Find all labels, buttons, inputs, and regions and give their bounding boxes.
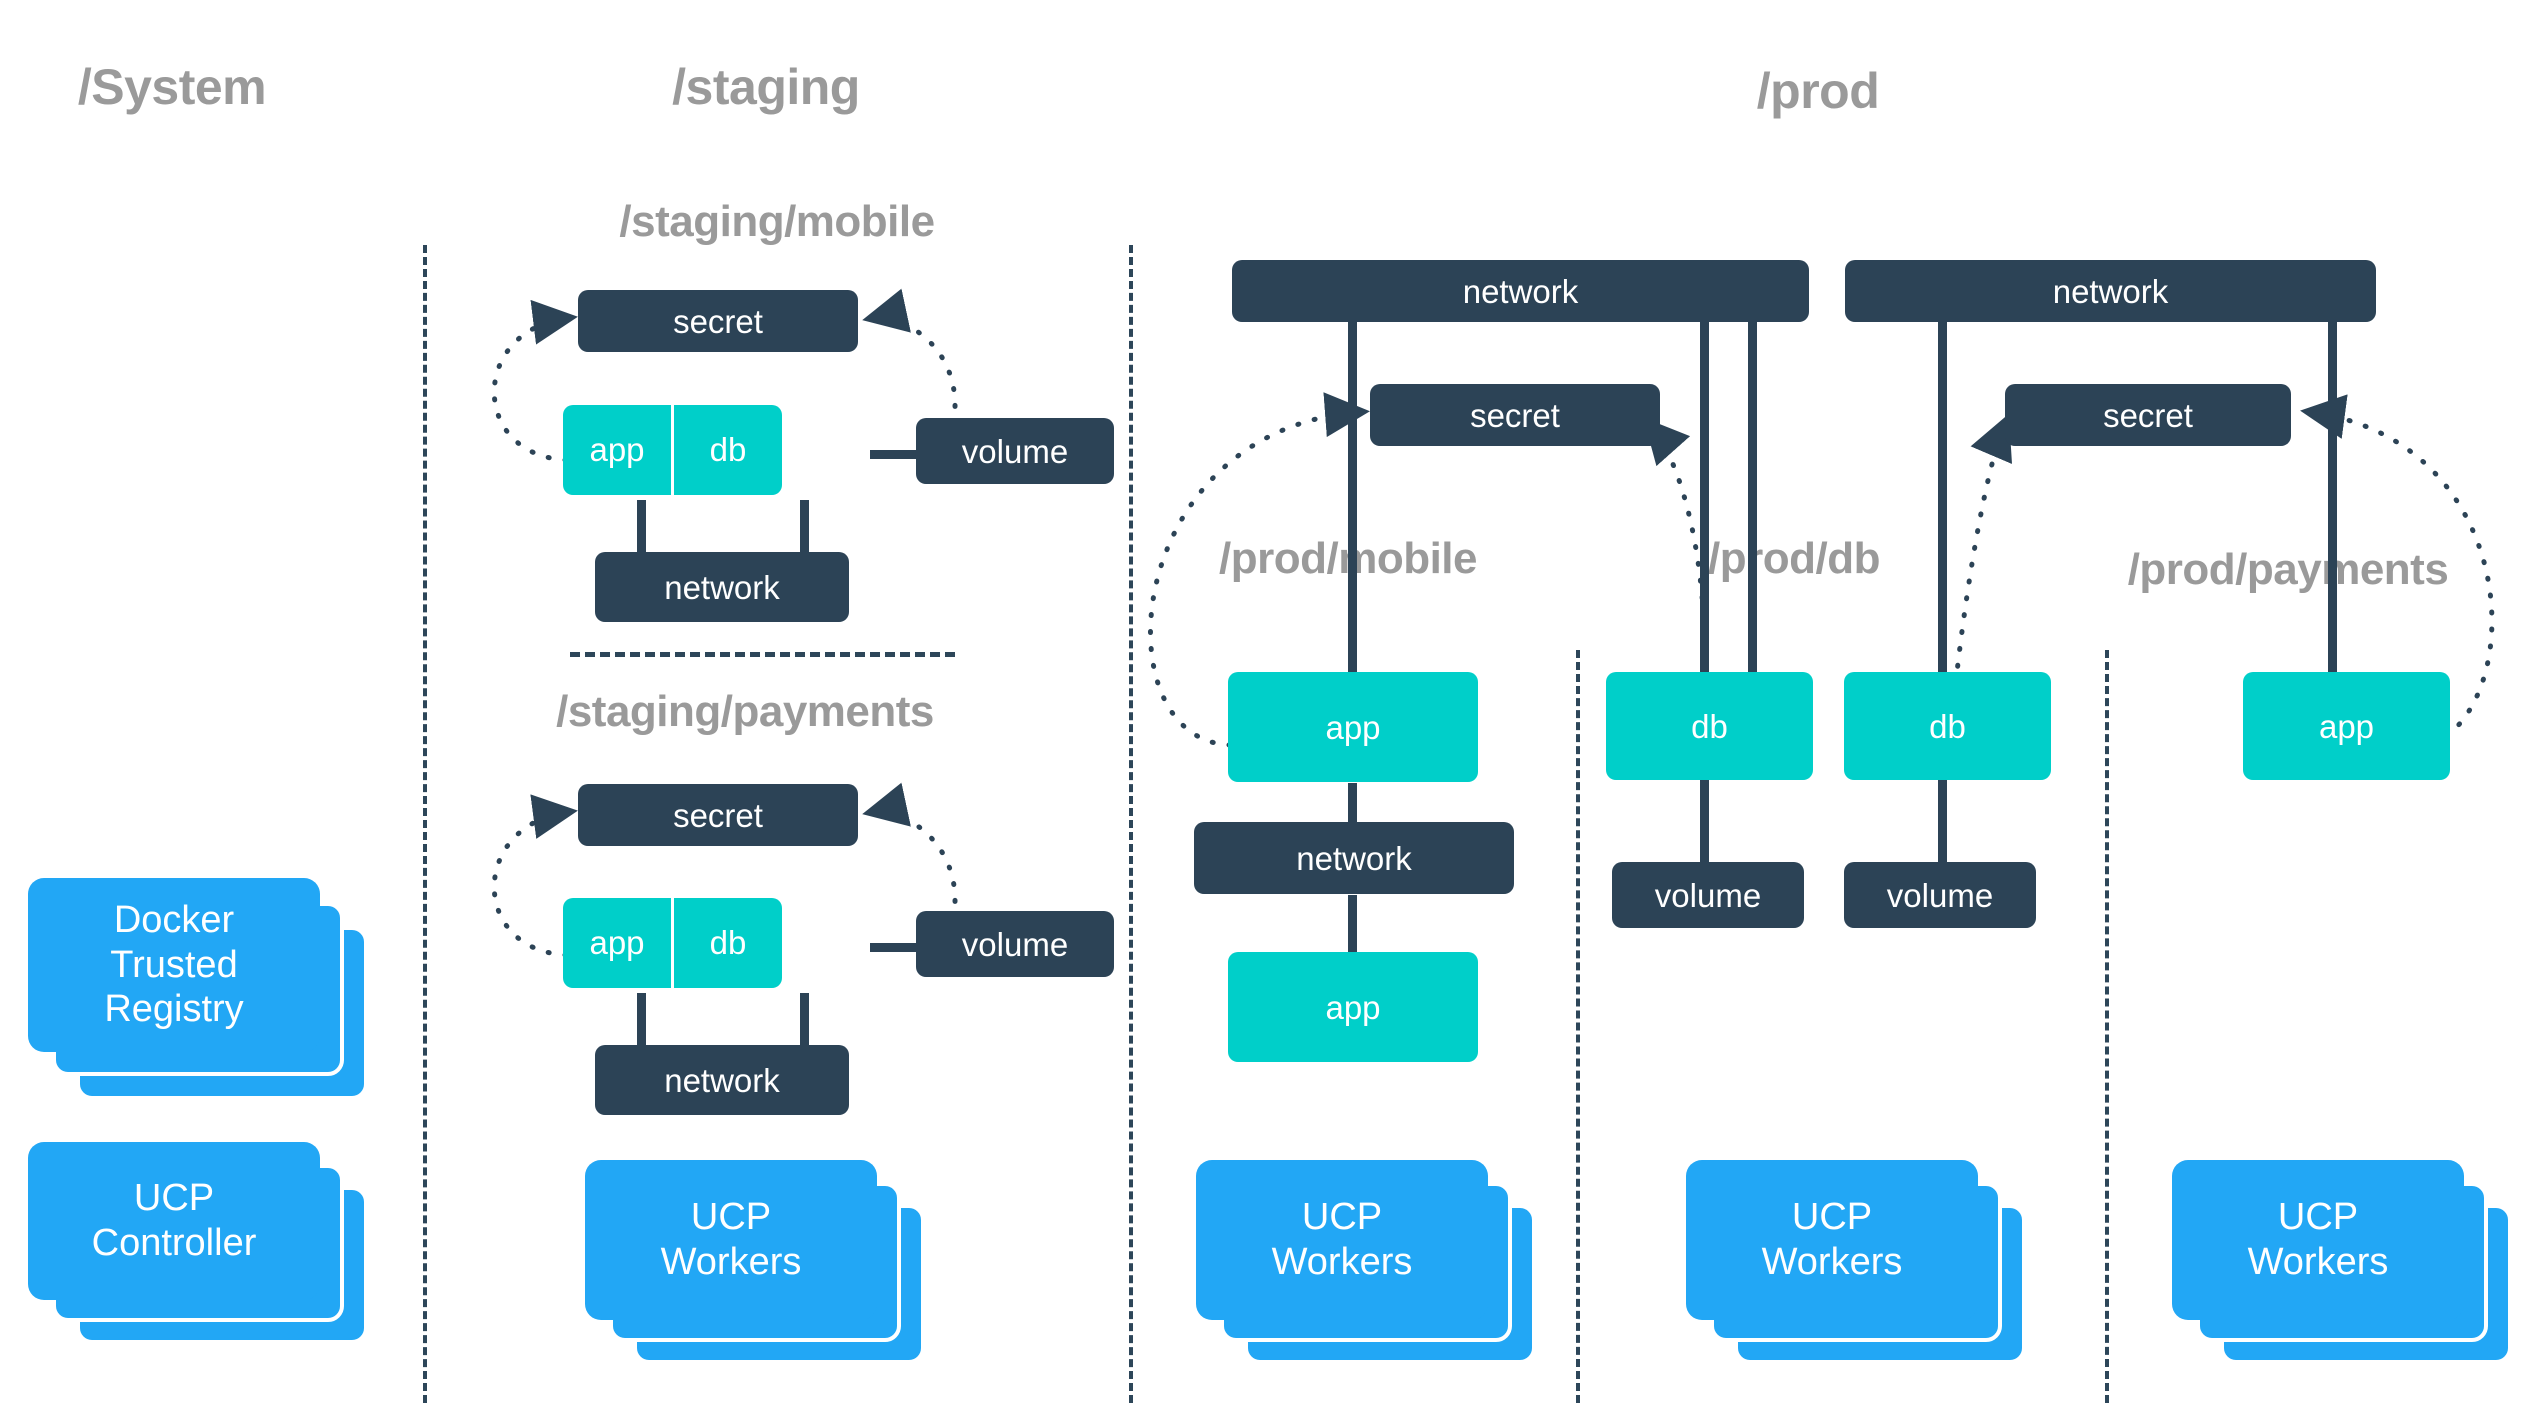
staging-mobile-volume[interactable]: volume bbox=[916, 418, 1114, 484]
stack-ucp-workers-prod-db[interactable]: UCP Workers bbox=[1686, 1160, 2026, 1380]
prod-mobile-network-mid[interactable]: network bbox=[1194, 822, 1514, 894]
connector-proddb-trunk-right bbox=[1938, 316, 1947, 676]
node-label: db bbox=[1691, 707, 1728, 745]
stack-card-front[interactable]: UCP Workers bbox=[585, 1160, 877, 1320]
stack-ucp-workers-prod-payments[interactable]: UCP Workers bbox=[2172, 1160, 2512, 1380]
divider-prodmobile-proddb bbox=[1576, 650, 1580, 1403]
prod-mobile-secret[interactable]: secret bbox=[1370, 384, 1660, 446]
stack-label: UCP Workers bbox=[660, 1196, 802, 1283]
staging-payments-volume[interactable]: volume bbox=[916, 911, 1114, 977]
stack-label: Docker Trusted Registry bbox=[104, 898, 244, 1031]
connector-prodmobile-network-app2 bbox=[1348, 895, 1357, 958]
node-label: network bbox=[2052, 272, 2169, 310]
stack-label: UCP Workers bbox=[2247, 1196, 2389, 1283]
prod-db-db-left[interactable]: db bbox=[1606, 672, 1813, 780]
connector-mobile-db-network bbox=[800, 500, 809, 572]
staging-payments-network[interactable]: network bbox=[595, 1045, 849, 1115]
node-label: network bbox=[664, 568, 780, 606]
zone-title-prod: /prod bbox=[1756, 63, 1880, 119]
node-label: app bbox=[1325, 708, 1381, 746]
staging-mobile-secret[interactable]: secret bbox=[578, 290, 858, 352]
node-label: volume bbox=[1654, 876, 1762, 914]
node-label: secret bbox=[673, 796, 763, 834]
node-label: app bbox=[589, 431, 645, 468]
node-label: app bbox=[589, 924, 645, 961]
node-label: db bbox=[1929, 707, 1966, 745]
node-label: network bbox=[1462, 272, 1579, 310]
stack-card-front[interactable]: UCP Workers bbox=[1686, 1160, 1978, 1320]
prod-mobile-network-top[interactable]: network bbox=[1232, 260, 1809, 322]
prod-db-secret[interactable]: secret bbox=[2005, 384, 2291, 446]
connector-proddb-trunk-left bbox=[1700, 316, 1709, 676]
node-label: secret bbox=[1470, 396, 1560, 434]
prod-payments-app[interactable]: app bbox=[2243, 672, 2450, 780]
connector-prodmobile-app-network bbox=[1348, 783, 1357, 843]
stack-ucp-controller[interactable]: UCP Controller bbox=[28, 1142, 368, 1344]
staging-payments-app-db-pair: app db bbox=[563, 898, 782, 988]
divider-staging-prod bbox=[1129, 245, 1133, 1403]
connector-mobile-app-network bbox=[637, 500, 646, 572]
stack-card-front[interactable]: UCP Workers bbox=[1196, 1160, 1488, 1320]
connector-proddb-dbleft-volume bbox=[1700, 778, 1709, 868]
zone-title-system: /System bbox=[77, 59, 267, 115]
group-title-prod-db: /prod/db bbox=[1708, 534, 1880, 583]
node-label: db bbox=[709, 431, 747, 468]
divider-proddb-prodpayments bbox=[2105, 650, 2109, 1403]
node-label: network bbox=[664, 1061, 780, 1099]
stack-label: UCP Workers bbox=[1271, 1196, 1413, 1283]
prod-db-volume-right[interactable]: volume bbox=[1844, 862, 2036, 928]
node-label: secret bbox=[673, 302, 763, 340]
group-title-staging-payments: /staging/payments bbox=[556, 687, 934, 736]
staging-mobile-db[interactable]: db bbox=[674, 405, 782, 495]
connector-prodmobile-network-right bbox=[1748, 316, 1757, 676]
connector-payments-db-network bbox=[800, 993, 809, 1065]
node-label: volume bbox=[961, 925, 1069, 963]
node-label: volume bbox=[1886, 876, 1994, 914]
stack-ucp-workers-prod-mobile[interactable]: UCP Workers bbox=[1196, 1160, 1536, 1380]
prod-mobile-app-bottom[interactable]: app bbox=[1228, 952, 1478, 1062]
group-title-staging-mobile: /staging/mobile bbox=[619, 197, 935, 246]
connector-payments-app-network bbox=[637, 993, 646, 1065]
prod-db-volume-left[interactable]: volume bbox=[1612, 862, 1804, 928]
node-label: volume bbox=[961, 432, 1069, 470]
prod-db-network-top[interactable]: network bbox=[1845, 260, 2376, 322]
stack-ucp-workers-staging[interactable]: UCP Workers bbox=[585, 1160, 925, 1380]
connector-prodmobile-trunk-top bbox=[1348, 316, 1357, 676]
node-label: secret bbox=[2103, 396, 2193, 434]
node-label: network bbox=[1296, 839, 1412, 877]
prod-mobile-app-top[interactable]: app bbox=[1228, 672, 1478, 782]
staging-payments-secret[interactable]: secret bbox=[578, 784, 858, 846]
zone-title-staging: /staging bbox=[672, 59, 860, 115]
stack-card-front[interactable]: UCP Workers bbox=[2172, 1160, 2464, 1320]
connector-mobile-db-volume bbox=[870, 450, 916, 459]
stack-docker-trusted-registry[interactable]: Docker Trusted Registry bbox=[28, 878, 368, 1100]
stack-card-front[interactable]: UCP Controller bbox=[28, 1142, 320, 1300]
staging-payments-db[interactable]: db bbox=[674, 898, 782, 988]
node-label: app bbox=[2318, 707, 2375, 745]
staging-mobile-app[interactable]: app bbox=[563, 405, 671, 495]
staging-payments-app[interactable]: app bbox=[563, 898, 671, 988]
prod-db-db-right[interactable]: db bbox=[1844, 672, 2051, 780]
divider-system-staging bbox=[423, 245, 427, 1403]
staging-mobile-app-db-pair: app db bbox=[563, 405, 782, 495]
group-title-prod-payments: /prod/payments bbox=[2127, 545, 2449, 594]
stack-label: UCP Workers bbox=[1761, 1196, 1903, 1283]
divider-staging-mobile-payments bbox=[570, 652, 955, 657]
node-label: db bbox=[709, 924, 747, 961]
node-label: app bbox=[1325, 988, 1381, 1026]
staging-mobile-network[interactable]: network bbox=[595, 552, 849, 622]
stack-label: UCP Controller bbox=[91, 1177, 257, 1264]
connector-proddb-dbright-volume bbox=[1938, 778, 1947, 868]
stack-card-front[interactable]: Docker Trusted Registry bbox=[28, 878, 320, 1052]
connector-prodpayments-trunk bbox=[2328, 316, 2337, 676]
connector-payments-db-volume bbox=[870, 943, 916, 952]
